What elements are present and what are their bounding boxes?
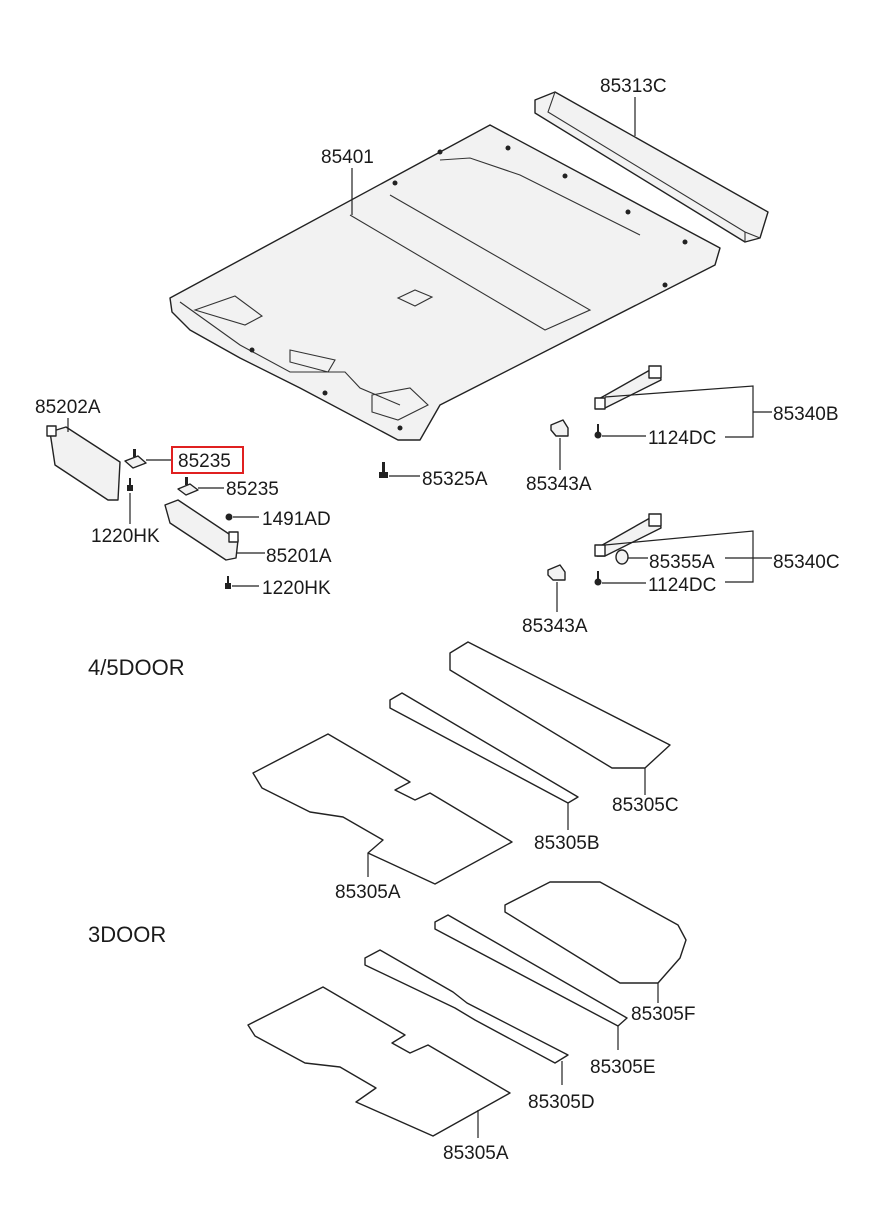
label-handle-cap-1[interactable]: 85343A bbox=[526, 474, 592, 495]
label-retainer[interactable]: 85235 bbox=[226, 479, 279, 500]
pad-a-45door-part[interactable] bbox=[252, 733, 513, 885]
screw-visor-lh-part[interactable] bbox=[127, 478, 133, 491]
headliner-clip-part[interactable] bbox=[379, 462, 388, 478]
label-pad-a-45door[interactable]: 85305A bbox=[335, 882, 401, 903]
label-headliner-clip[interactable]: 85325A bbox=[422, 469, 488, 490]
label-retainer-highlighted[interactable]: 85235 bbox=[178, 451, 231, 472]
label-pad-e[interactable]: 85305E bbox=[590, 1057, 656, 1078]
label-handle-screw-1[interactable]: 1124DC bbox=[648, 428, 716, 449]
clip-part[interactable] bbox=[225, 513, 233, 521]
label-handle-assy-2[interactable]: 85340C bbox=[773, 552, 840, 573]
section-title-four-five-door: 4/5DOOR bbox=[88, 655, 185, 680]
handle-hook-part[interactable] bbox=[615, 549, 629, 565]
retainer-part-highlighted[interactable] bbox=[124, 449, 147, 469]
label-headliner[interactable]: 85401 bbox=[321, 147, 374, 168]
label-screw-visor-lh[interactable]: 1220HK bbox=[91, 526, 160, 547]
sunvisor-lh-part[interactable] bbox=[46, 425, 121, 501]
retainer-part[interactable] bbox=[177, 477, 199, 496]
label-handle-hook[interactable]: 85355A bbox=[649, 552, 715, 573]
screw-visor-rh-part[interactable] bbox=[225, 576, 231, 589]
label-pad-f[interactable]: 85305F bbox=[631, 1004, 695, 1025]
label-pad-c[interactable]: 85305C bbox=[612, 795, 679, 816]
sunvisor-rh-part[interactable] bbox=[164, 499, 239, 561]
label-screw-visor-rh[interactable]: 1220HK bbox=[262, 578, 331, 599]
label-pad-d[interactable]: 85305D bbox=[528, 1092, 595, 1113]
highlight-box bbox=[171, 446, 244, 474]
label-pad-a-3door[interactable]: 85305A bbox=[443, 1143, 509, 1164]
pad-a-3door-part[interactable] bbox=[247, 986, 511, 1137]
label-sunvisor-lh[interactable]: 85202A bbox=[35, 397, 101, 418]
pad-e-part[interactable] bbox=[434, 914, 628, 1027]
headliner-part[interactable] bbox=[169, 124, 721, 441]
assist-handle-1-part[interactable] bbox=[594, 365, 662, 410]
pad-f-part[interactable] bbox=[504, 881, 687, 984]
roof-rail-part[interactable] bbox=[534, 91, 769, 243]
pad-d-part[interactable] bbox=[364, 949, 569, 1064]
label-handle-assy-1[interactable]: 85340B bbox=[773, 404, 839, 425]
leader-handle-assy-2 bbox=[604, 530, 754, 583]
label-handle-cap-2[interactable]: 85343A bbox=[522, 616, 588, 637]
section-title-three-door: 3DOOR bbox=[88, 922, 166, 947]
label-sunvisor-rh[interactable]: 85201A bbox=[266, 546, 332, 567]
label-clip[interactable]: 1491AD bbox=[262, 509, 331, 530]
handle-cap-1-part[interactable] bbox=[550, 419, 569, 437]
assist-handle-2-part[interactable] bbox=[594, 513, 662, 557]
handle-screw-1-part[interactable] bbox=[594, 424, 602, 439]
handle-screw-2-part[interactable] bbox=[594, 571, 602, 586]
label-pad-b[interactable]: 85305B bbox=[534, 833, 600, 854]
label-roof-rail[interactable]: 85313C bbox=[600, 76, 667, 97]
handle-cap-2-part[interactable] bbox=[547, 564, 566, 581]
label-handle-screw-2[interactable]: 1124DC bbox=[648, 575, 716, 596]
pad-b-part[interactable] bbox=[389, 692, 579, 804]
